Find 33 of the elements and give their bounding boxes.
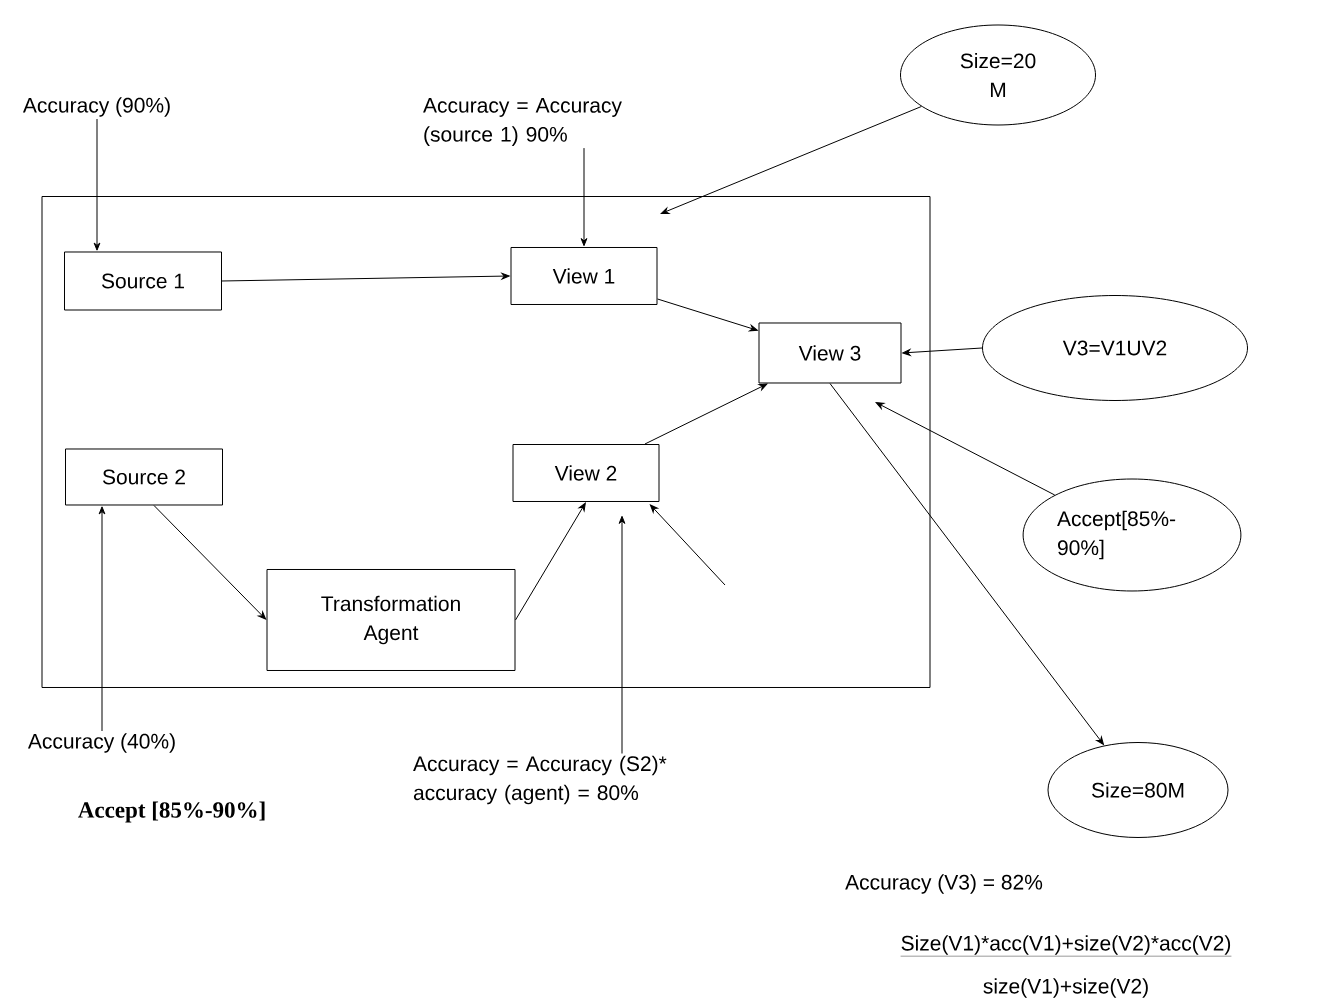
ellipse-node: V3=V1UV2	[982, 295, 1248, 401]
annotation-text: Accuracy (40%)	[27, 733, 175, 753]
process-box: Source 2	[65, 448, 223, 506]
arrow	[580, 147, 588, 247]
annotation-text: Accuracy (90%)	[22, 97, 170, 117]
arrow	[902, 347, 983, 356]
arrow	[644, 383, 768, 445]
ellipse-node: Size=20 M	[900, 24, 1096, 126]
process-box: Source 1	[64, 251, 222, 311]
arrow	[649, 504, 726, 586]
formula-numerator: Size(V1)*acc(V1)+size(V2)*acc(V2)	[900, 935, 1232, 957]
system-frame	[41, 196, 931, 688]
formula-denominator: size(V1)+size(V2)	[983, 978, 1148, 998]
arrow	[515, 502, 586, 621]
arrow	[221, 272, 510, 282]
annotation-text: Accuracy = Accuracy (source 1) 90%	[423, 98, 622, 146]
process-box: View 3	[758, 322, 902, 384]
arrow	[98, 506, 106, 732]
ellipse-node: Accept[85%-90%]	[1022, 478, 1242, 592]
arrow	[829, 383, 1104, 745]
arrow	[657, 298, 758, 332]
annotation-text: Accuracy (V3) = 82%	[845, 874, 1043, 894]
process-box: Transformation Agent	[266, 569, 516, 671]
process-box: View 1	[510, 247, 658, 305]
annotation-text: Accuracy = Accuracy (S2)* accuracy (agent) = 80%	[413, 755, 667, 805]
arrow	[93, 118, 101, 251]
arrow	[618, 515, 626, 754]
heading-text: Accept [85%-90%]	[78, 801, 265, 823]
arrow	[660, 106, 922, 214]
arrow	[153, 505, 267, 620]
arrow	[875, 402, 1056, 496]
ellipse-node: Size=80M	[1047, 742, 1229, 838]
process-box: View 2	[512, 444, 660, 502]
